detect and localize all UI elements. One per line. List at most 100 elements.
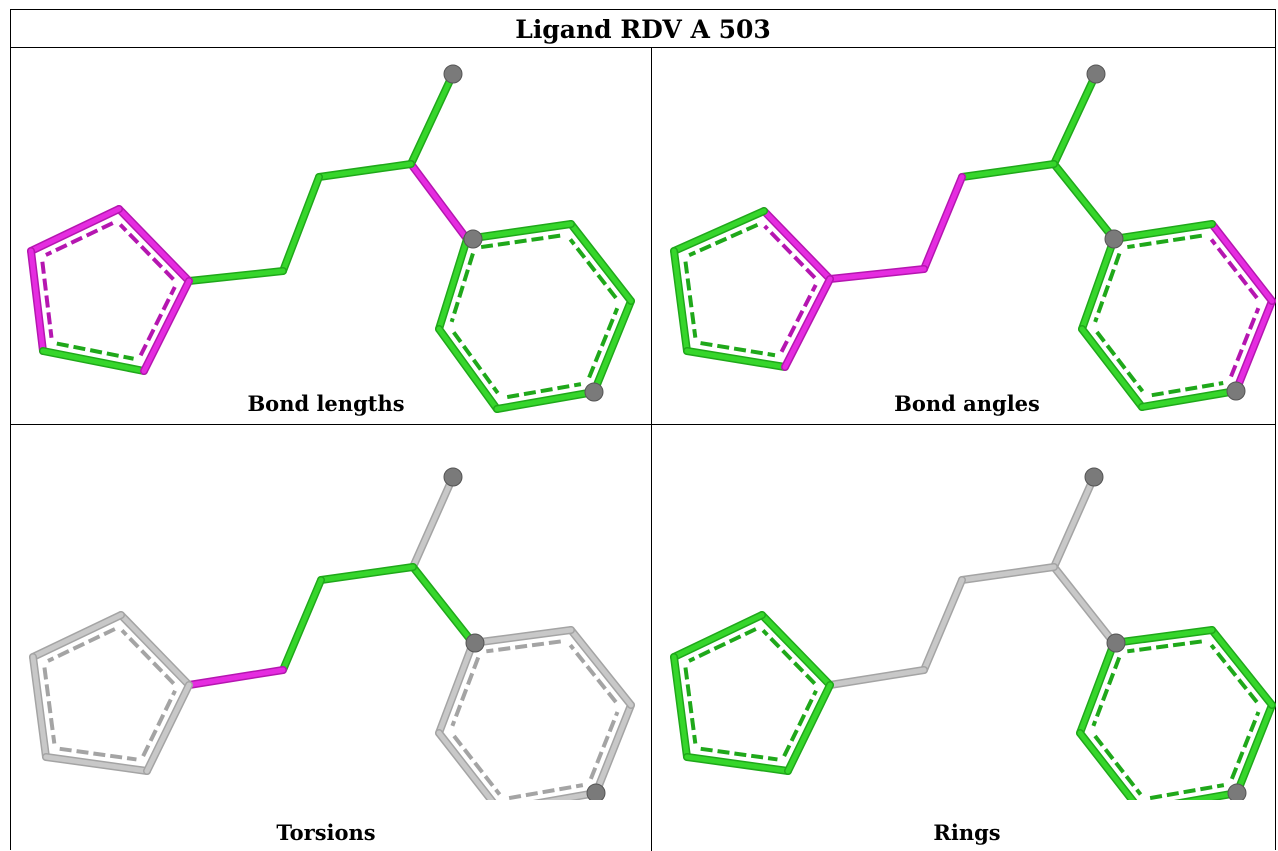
validation-table: Ligand RDV A 503 Bond lengths Bond angle…: [10, 9, 1278, 851]
bond-methyl: [408, 71, 456, 167]
bond-ch2-ringa: [827, 667, 927, 688]
ring-b-bond-2-aromatic-dash: [1151, 381, 1224, 398]
ring-b-bond-2-aromatic-dash: [508, 783, 584, 800]
panel-torsions: Torsions: [11, 425, 641, 845]
bond-ch2-ringa: [186, 667, 286, 688]
ring-b-bond-2: [541, 790, 599, 800]
ring-b-bond-3-aromatic-dash: [1229, 307, 1261, 378]
ring-b-bond-0: [1077, 640, 1117, 736]
ring-b-bond-4: [1209, 627, 1275, 708]
panel-rings: Rings: [652, 425, 1278, 845]
bond-cq-ch1: [316, 161, 414, 180]
bond-cq-ch1: [959, 161, 1057, 180]
ring-a-bond-1: [28, 206, 122, 254]
panel-bond-angles: Bond angles: [652, 49, 1278, 424]
ring-a-bond-1-aromatic-dash: [45, 221, 114, 257]
ring-b-bond-5: [1111, 627, 1215, 646]
ring-b-bond-2-aromatic-dash: [506, 382, 582, 400]
atom-marker-2: [1227, 783, 1247, 800]
ring-a-bond-3: [43, 754, 150, 774]
ring-b-bond-0-aromatic-dash: [449, 252, 475, 323]
molecule-bond-lengths: [27, 64, 635, 413]
ring-a-bond-4: [141, 278, 192, 374]
ring-a-bond-2-aromatic-dash: [42, 667, 57, 744]
ring-a-bond-0: [118, 612, 192, 688]
ring-a-bond-1-aromatic-dash: [688, 222, 759, 258]
atom-marker-1: [1106, 633, 1126, 653]
ring-b-bond-4: [1209, 221, 1275, 304]
ring-a-bond-1-aromatic-dash: [688, 627, 757, 663]
ring-b-bond-5-aromatic-dash: [1127, 639, 1203, 654]
ring-a-bond-4-aromatic-dash: [779, 284, 818, 353]
ring-b-bond-0: [1079, 236, 1117, 332]
atom-marker-1: [465, 633, 485, 653]
atom-marker-2: [1226, 381, 1246, 401]
ring-a-bond-2: [671, 654, 690, 760]
bond-cq-ringb: [1051, 564, 1117, 646]
ring-a-bond-1: [30, 612, 124, 660]
ring-b-bond-5: [1111, 221, 1215, 242]
ring-b-bond-3: [1233, 298, 1275, 394]
ring-b-bond-5: [470, 627, 574, 646]
ring-b-bond-4: [568, 221, 634, 304]
bond-ch1-ch2: [921, 577, 965, 673]
bond-ch1-ch2: [921, 174, 965, 272]
ring-b-bond-3: [593, 702, 634, 796]
ring-a-bond-2: [28, 248, 46, 354]
ring-a-bond-0-aromatic-dash: [763, 224, 817, 280]
title-row: Ligand RDV A 503: [11, 10, 1275, 48]
column-divider: [651, 48, 652, 851]
ring-b-bond-2-aromatic-dash: [1149, 783, 1225, 800]
bond-ch1-ch2: [280, 174, 322, 274]
ring-a-bond-1: [671, 208, 767, 254]
ring-a-bond-3-aromatic-dash: [59, 746, 137, 762]
molecule-torsions: [29, 467, 635, 800]
ring-b-bond-1: [436, 730, 495, 800]
row-divider: [11, 424, 1275, 425]
ring-a-bond-4: [782, 276, 833, 370]
ring-b-bond-2: [494, 389, 597, 412]
ring-a-bond-2-aromatic-dash: [40, 261, 54, 339]
ring-a-bond-3-aromatic-dash: [700, 746, 778, 762]
ring-a-bond-3-aromatic-dash: [56, 341, 134, 361]
bond-ch2-ringa: [827, 266, 927, 282]
ring-b-bond-1: [436, 326, 500, 412]
ring-a-bond-4: [785, 682, 833, 774]
ring-b-bond-2: [1182, 790, 1240, 800]
ring-b-bond-4-aromatic-dash: [568, 238, 618, 300]
ring-a-bond-0-aromatic-dash: [761, 629, 817, 686]
atom-marker-0: [443, 64, 463, 84]
ring-b-bond-5: [464, 221, 574, 242]
bond-cq-ch1: [959, 564, 1057, 583]
ring-a-bond-0-aromatic-dash: [118, 223, 175, 281]
ring-a-bond-3: [40, 348, 147, 374]
bond-methyl: [1051, 71, 1099, 167]
bond-cq-ch1: [318, 564, 416, 583]
ring-a-bond-2-aromatic-dash: [683, 261, 698, 338]
ring-a-bond-2: [671, 248, 690, 354]
ring-a-bond-4-aromatic-dash: [138, 286, 177, 357]
ring-b-bond-1-aromatic-dash: [1095, 330, 1145, 393]
ring-b-bond-5-aromatic-dash: [486, 639, 562, 654]
ring-b-bond-1-aromatic-dash: [452, 331, 500, 395]
ring-b-bond-4: [568, 627, 634, 708]
bond-ch2-ringa: [186, 268, 286, 284]
ring-a-bond-2-aromatic-dash: [683, 667, 698, 744]
ring-a-bond-3-aromatic-dash: [700, 341, 776, 358]
ring-b-bond-4-aromatic-dash: [568, 643, 618, 704]
ring-b-bond-5-aromatic-dash: [1127, 233, 1203, 250]
atom-marker-2: [584, 382, 604, 402]
ring-a-bond-4-aromatic-dash: [782, 689, 818, 758]
caption-bond-angles: Bond angles: [894, 391, 1040, 416]
ring-b-bond-4-aromatic-dash: [1209, 238, 1259, 300]
ring-b-bond-2: [1139, 388, 1239, 410]
ring-a-bond-4: [144, 682, 192, 774]
atom-marker-1: [1104, 229, 1124, 249]
bond-cq-ringb: [1051, 161, 1117, 242]
ring-b-bond-1: [1077, 730, 1136, 800]
ring-a-bond-1: [671, 612, 765, 660]
ring-b-bond-0: [436, 640, 476, 736]
ring-b-bond-3: [1234, 702, 1275, 796]
panel-bond-lengths: Bond lengths: [11, 49, 641, 424]
ring-a-bond-0: [761, 208, 833, 282]
